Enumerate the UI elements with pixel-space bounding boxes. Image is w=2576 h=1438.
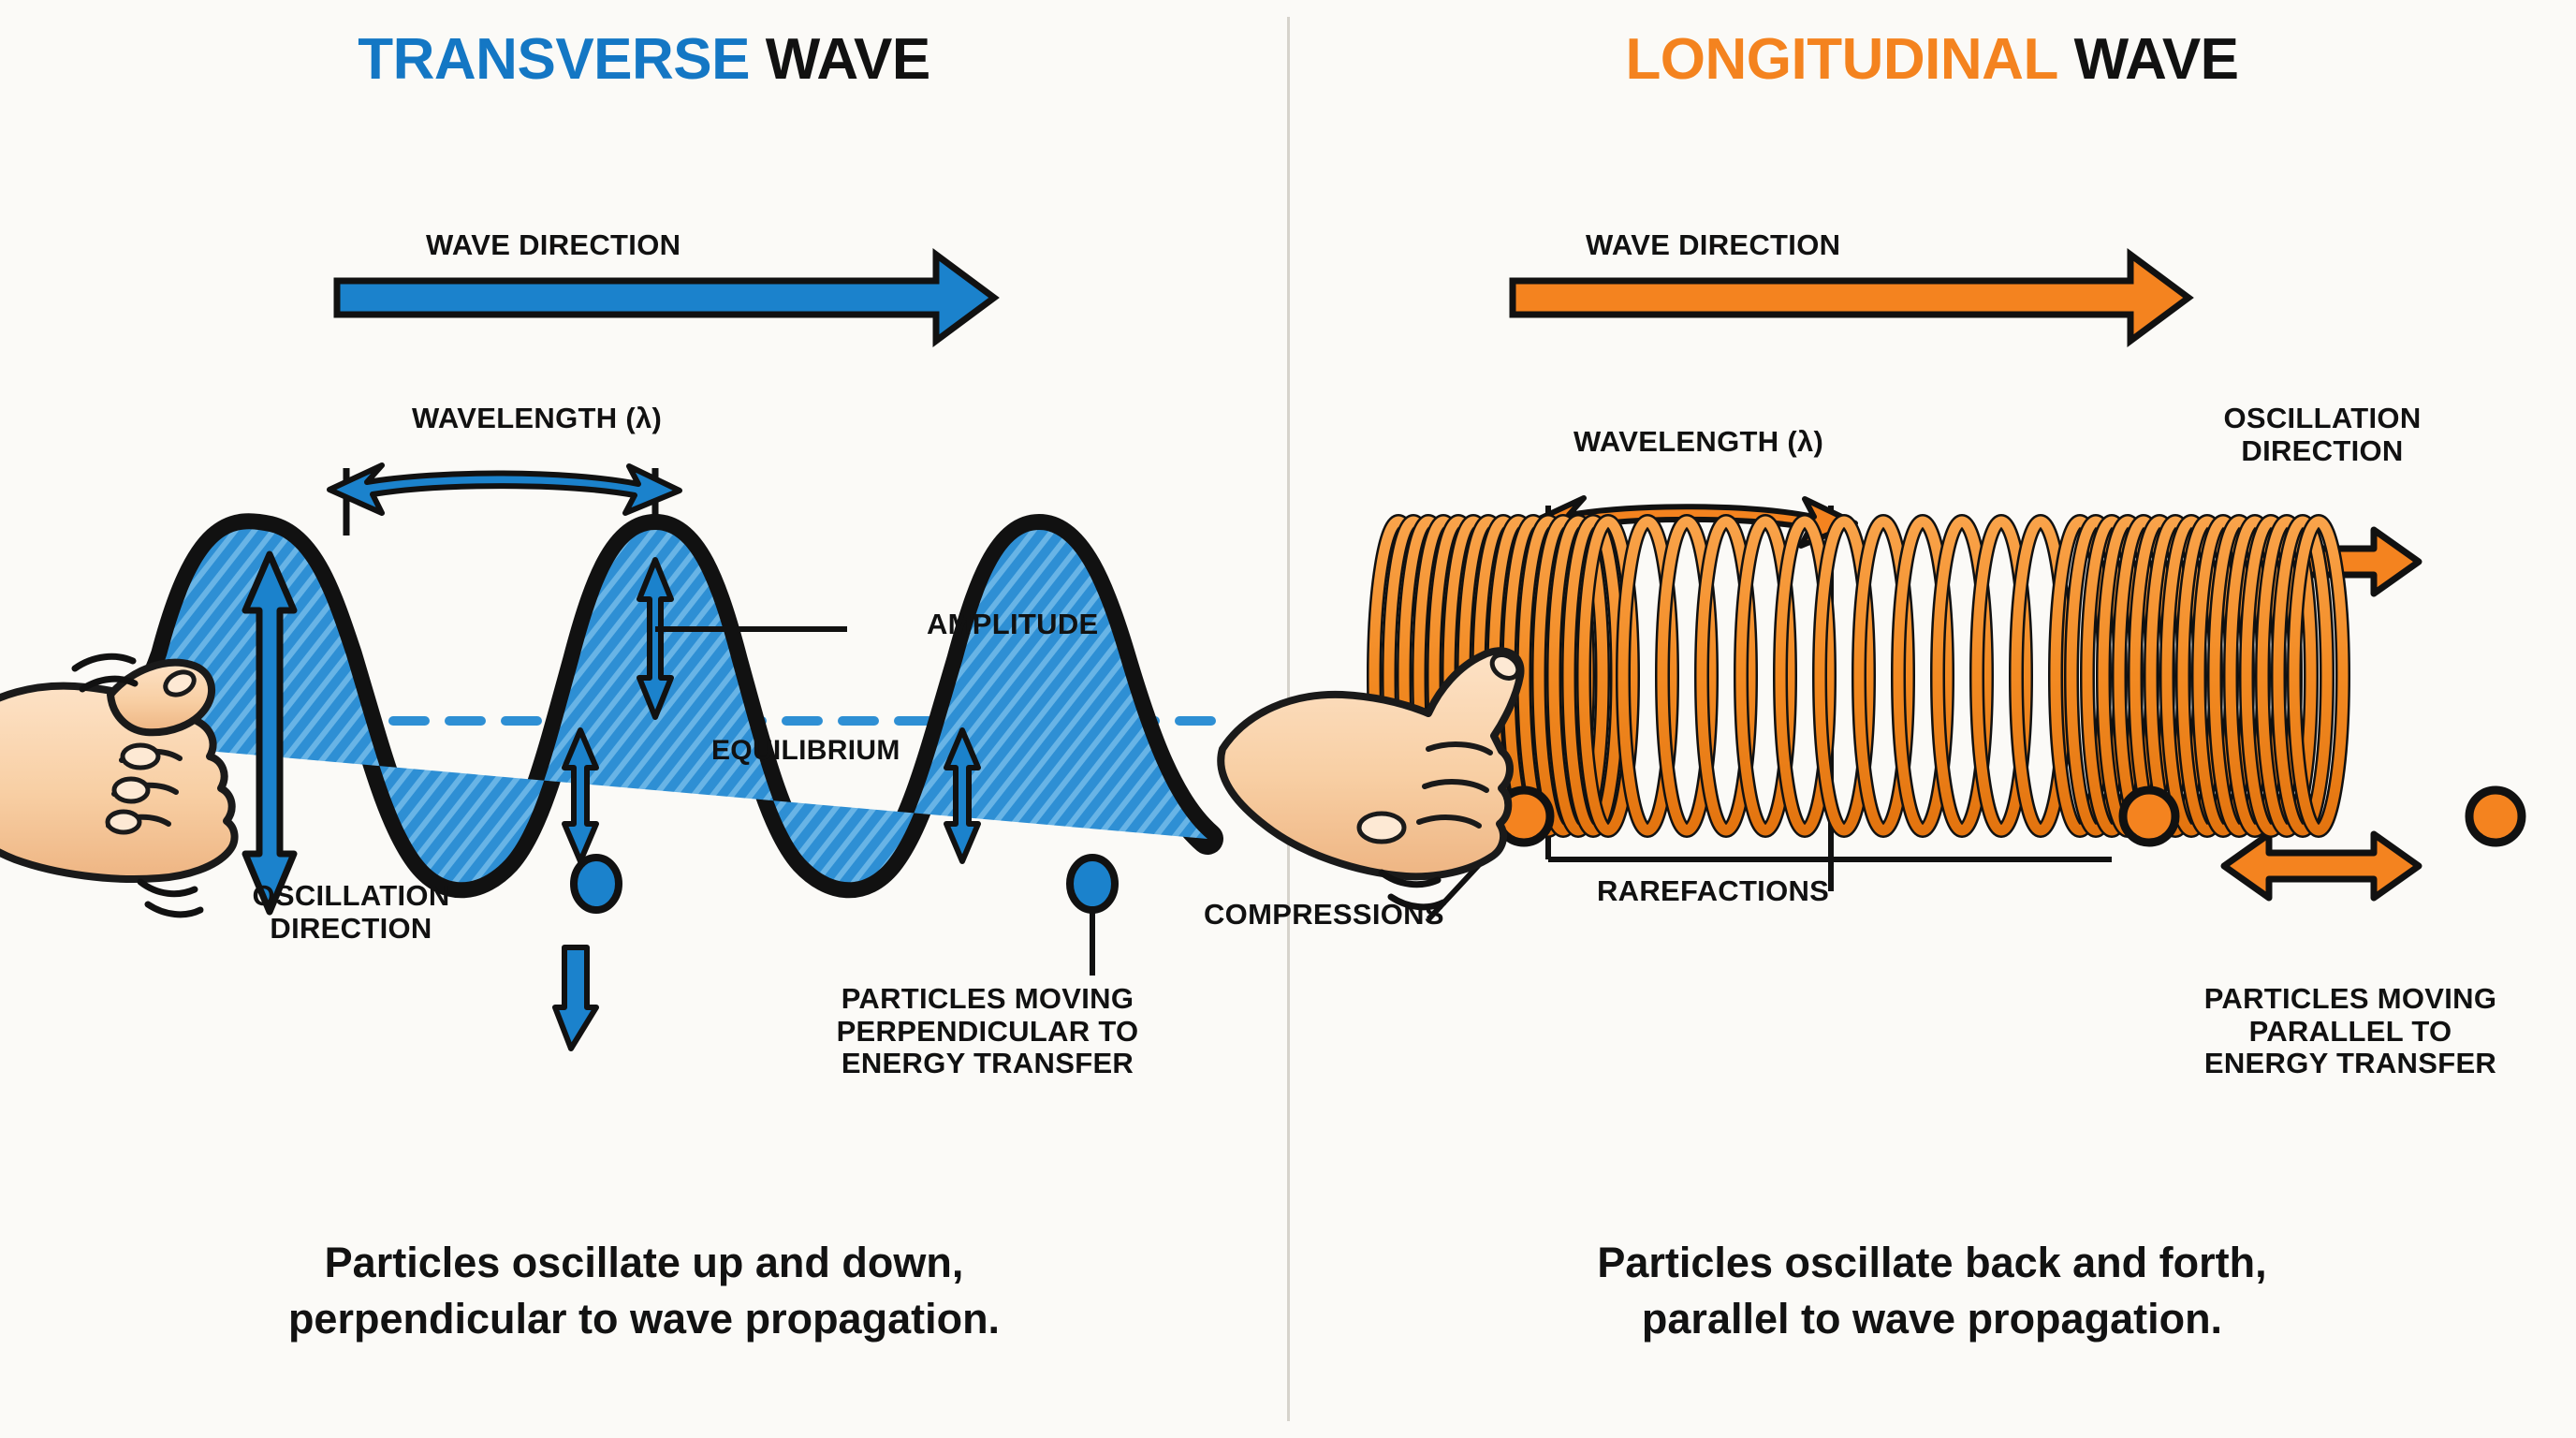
oscillation-arrow-trough-1	[562, 727, 599, 864]
wave-direction-arrow	[1509, 248, 2194, 347]
longitudinal-graphics	[1217, 248, 2526, 922]
slinky-spring	[1367, 514, 2350, 838]
oscillation-arrow-main	[242, 550, 298, 916]
transverse-title-plain: WAVE	[765, 27, 930, 92]
hand-holding-spring	[1217, 647, 1525, 881]
transverse-graphics	[0, 248, 1223, 1051]
hand-holding-rope	[0, 658, 239, 884]
transverse-wave-panel: TRANSVERSE WAVE	[0, 26, 1288, 1343]
wavelength-label: WAVELENGTH (λ)	[412, 402, 663, 434]
longitudinal-title-plain: WAVE	[2073, 27, 2239, 92]
wave-direction-label: WAVE DIRECTION	[426, 228, 681, 261]
motion-lines-icon	[1378, 869, 1447, 911]
equilibrium-label: EQUILIBRIUM	[711, 735, 900, 766]
particles-perpendicular-note: PARTICLES MOVING PERPENDICULAR TO ENERGY…	[836, 982, 1139, 1080]
wave-direction-arrow	[333, 248, 1000, 347]
wave-direction-label: WAVE DIRECTION	[1586, 228, 1841, 261]
wavelength-label: WAVELENGTH (λ)	[1573, 425, 1824, 458]
compressions-label: COMPRESSIONS	[1204, 898, 1444, 931]
amplitude-label: AMPLITUDE	[927, 608, 1099, 640]
longitudinal-title-accent: LONGITUDINAL	[1625, 27, 2058, 92]
motion-lines-icon	[71, 653, 204, 918]
oscillation-arrow-below-trough	[552, 945, 599, 1051]
oscillation-direction-label: OSCILLATION DIRECTION	[2223, 402, 2422, 467]
longitudinal-caption: Particles oscillate back and forth, para…	[1597, 1239, 2267, 1343]
oscillation-direction-label: OSCILLATION DIRECTION	[252, 879, 450, 945]
particle-dot	[2465, 785, 2526, 847]
longitudinal-title: LONGITUDINAL WAVE	[1288, 26, 2576, 93]
rarefactions-bracket	[1548, 857, 2112, 891]
longitudinal-wave-panel: LONGITUDINAL WAVE	[1204, 0, 2576, 1438]
particle-dot	[2118, 785, 2180, 847]
amplitude-arrow	[637, 557, 847, 720]
transverse-title: TRANSVERSE WAVE	[0, 26, 1288, 93]
oscillation-arrow-trough-2	[944, 727, 981, 864]
rarefactions-label: RAREFACTIONS	[1597, 874, 1830, 907]
particle-dot	[570, 854, 622, 914]
particle-dot	[1066, 854, 1119, 914]
oscillation-arrow-bottom	[2220, 830, 2422, 902]
transverse-title-accent: TRANSVERSE	[358, 27, 751, 92]
transverse-caption: Particles oscillate up and down, perpend…	[287, 1239, 1001, 1343]
particles-parallel-note: PARTICLES MOVING PARALLEL TO ENERGY TRAN…	[2203, 982, 2497, 1080]
